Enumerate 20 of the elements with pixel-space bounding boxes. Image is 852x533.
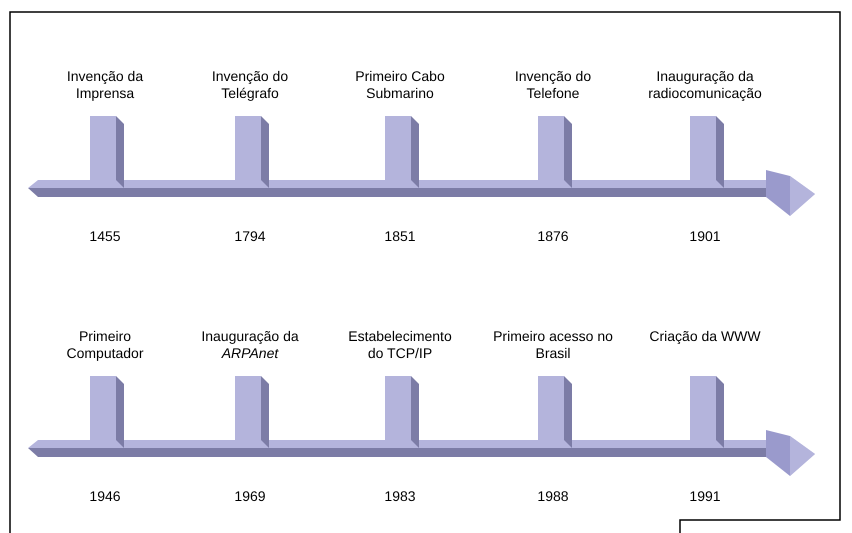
year-label: 1969 — [233, 488, 267, 504]
year-label: 1794 — [233, 228, 267, 244]
year-label: 1991 — [688, 488, 722, 504]
event-title: Primeiro Computador — [65, 328, 145, 362]
event-title: Estabelecimento do TCP/IP — [347, 328, 453, 362]
event-title: Inauguração da radiocomunicação — [647, 68, 763, 102]
year-label: 1988 — [536, 488, 570, 504]
event-title: Criação da WWW — [648, 328, 762, 345]
event-title: Primeiro acesso no Brasil — [493, 328, 613, 362]
year-label: 1455 — [88, 228, 122, 244]
event-title: Inauguração da ARPAnet — [200, 328, 300, 362]
event-title: Invenção do Telégrafo — [210, 68, 290, 102]
event-title: Primeiro Cabo Submarino — [354, 68, 446, 102]
year-label: 1851 — [383, 228, 417, 244]
year-label: 1946 — [88, 488, 122, 504]
year-label: 1901 — [688, 228, 722, 244]
event-title: Invenção do Telefone — [514, 68, 592, 102]
year-label: 1983 — [383, 488, 417, 504]
event-title: Invenção da Imprensa — [66, 68, 144, 102]
year-label: 1876 — [536, 228, 570, 244]
